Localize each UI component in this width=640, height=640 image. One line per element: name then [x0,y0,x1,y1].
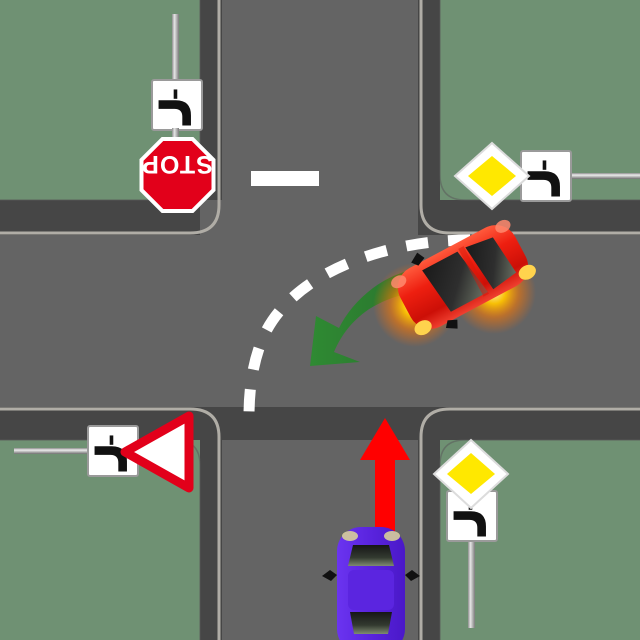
sign-group-bottom-left [14,411,194,493]
dashed-path [243,234,471,417]
sign-group-top-right [453,141,640,211]
stop-sign[interactable]: STOP [139,137,216,213]
red-straight-arrow [360,418,410,545]
yield-sign[interactable] [120,411,194,493]
priority-road-sign-bottom-right[interactable] [432,438,510,510]
red-car[interactable] [383,207,543,347]
junction-sign-top-left[interactable] [151,79,203,131]
pole-bottom-left [14,448,92,454]
purple-car[interactable] [322,527,420,640]
stop-line [251,171,319,186]
priority-road-sign-top-right[interactable] [453,141,531,211]
red-car-indicator-rear [414,320,432,336]
sign-group-bottom-right [432,438,510,628]
stop-sign-label: STOP [141,150,213,178]
red-car-indicator-front [518,264,536,280]
pole-bottom-right [468,530,475,628]
sign-group-top-left: STOP [139,14,216,213]
pole-top-left [172,14,179,106]
pole-top-right [560,173,640,179]
